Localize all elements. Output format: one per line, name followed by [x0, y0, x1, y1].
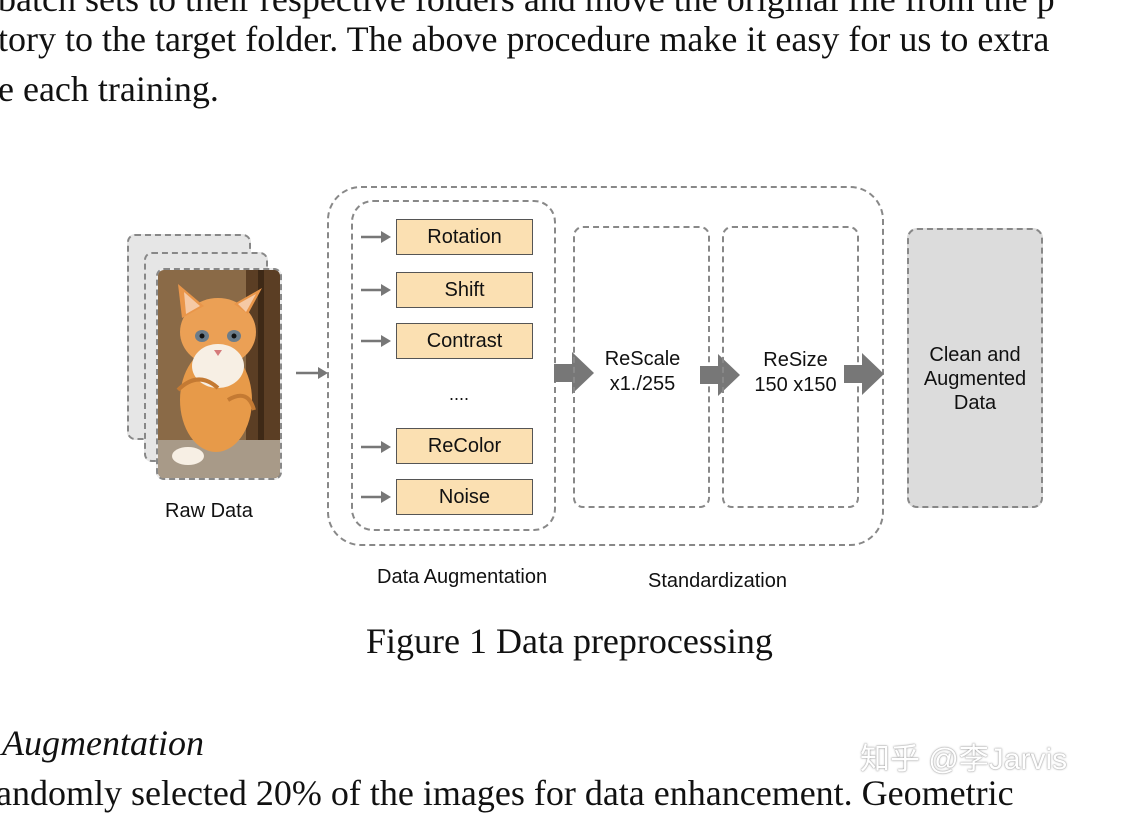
augmentation-contrast: Contrast: [396, 323, 533, 359]
arrow-shift: [361, 284, 391, 296]
augmentation-rotation: Rotation: [396, 219, 533, 255]
output-label-line-3: Data: [953, 392, 997, 414]
arrow-noise: [361, 491, 391, 503]
augmentation-shift: Shift: [396, 272, 533, 308]
rescale-title: ReScale: [604, 348, 681, 370]
arrow-recolor: [361, 441, 391, 453]
paper-text-line-1: batch sets to their respective folders a…: [0, 0, 1055, 20]
arrow-augmentation-to-rescale: [554, 352, 594, 394]
data-augmentation-label: Data Augmentation: [377, 566, 548, 588]
arrow-resize-to-output: [844, 353, 884, 395]
raw-data-card-front: [156, 268, 282, 480]
paper-text-line-2: tory to the target folder. The above pro…: [0, 19, 1050, 59]
augmentation-noise: Noise: [396, 479, 533, 515]
paper-text-line-3: e each training.: [0, 69, 219, 109]
standardization-label: Standardization: [648, 570, 787, 592]
arrow-rotation: [361, 231, 391, 243]
preprocessing-pipeline-frame: [327, 186, 884, 546]
kitten-photo: [158, 270, 280, 478]
augmentation-recolor: ReColor: [396, 428, 533, 464]
arrow-contrast: [361, 335, 391, 347]
figure-caption: Figure 1 Data preprocessing: [366, 621, 773, 661]
resize-dimensions: 150 x150: [754, 374, 837, 396]
resize-title: ReSize: [763, 349, 828, 371]
augmentation-ellipsis: ....: [449, 384, 470, 404]
raw-data-label: Raw Data: [165, 500, 253, 522]
output-label-line-1: Clean and: [929, 344, 1021, 366]
section-heading: Augmentation: [2, 723, 204, 763]
output-data-box: [907, 228, 1043, 508]
paper-text-bottom-line: andomly selected 20% of the images for d…: [0, 773, 1014, 813]
output-label-line-2: Augmented: [923, 368, 1027, 390]
watermark: 知乎 @李Jarvis: [860, 743, 1068, 776]
arrow-raw-to-augmentation: [296, 367, 328, 379]
rescale-factor: x1./255: [609, 373, 676, 395]
